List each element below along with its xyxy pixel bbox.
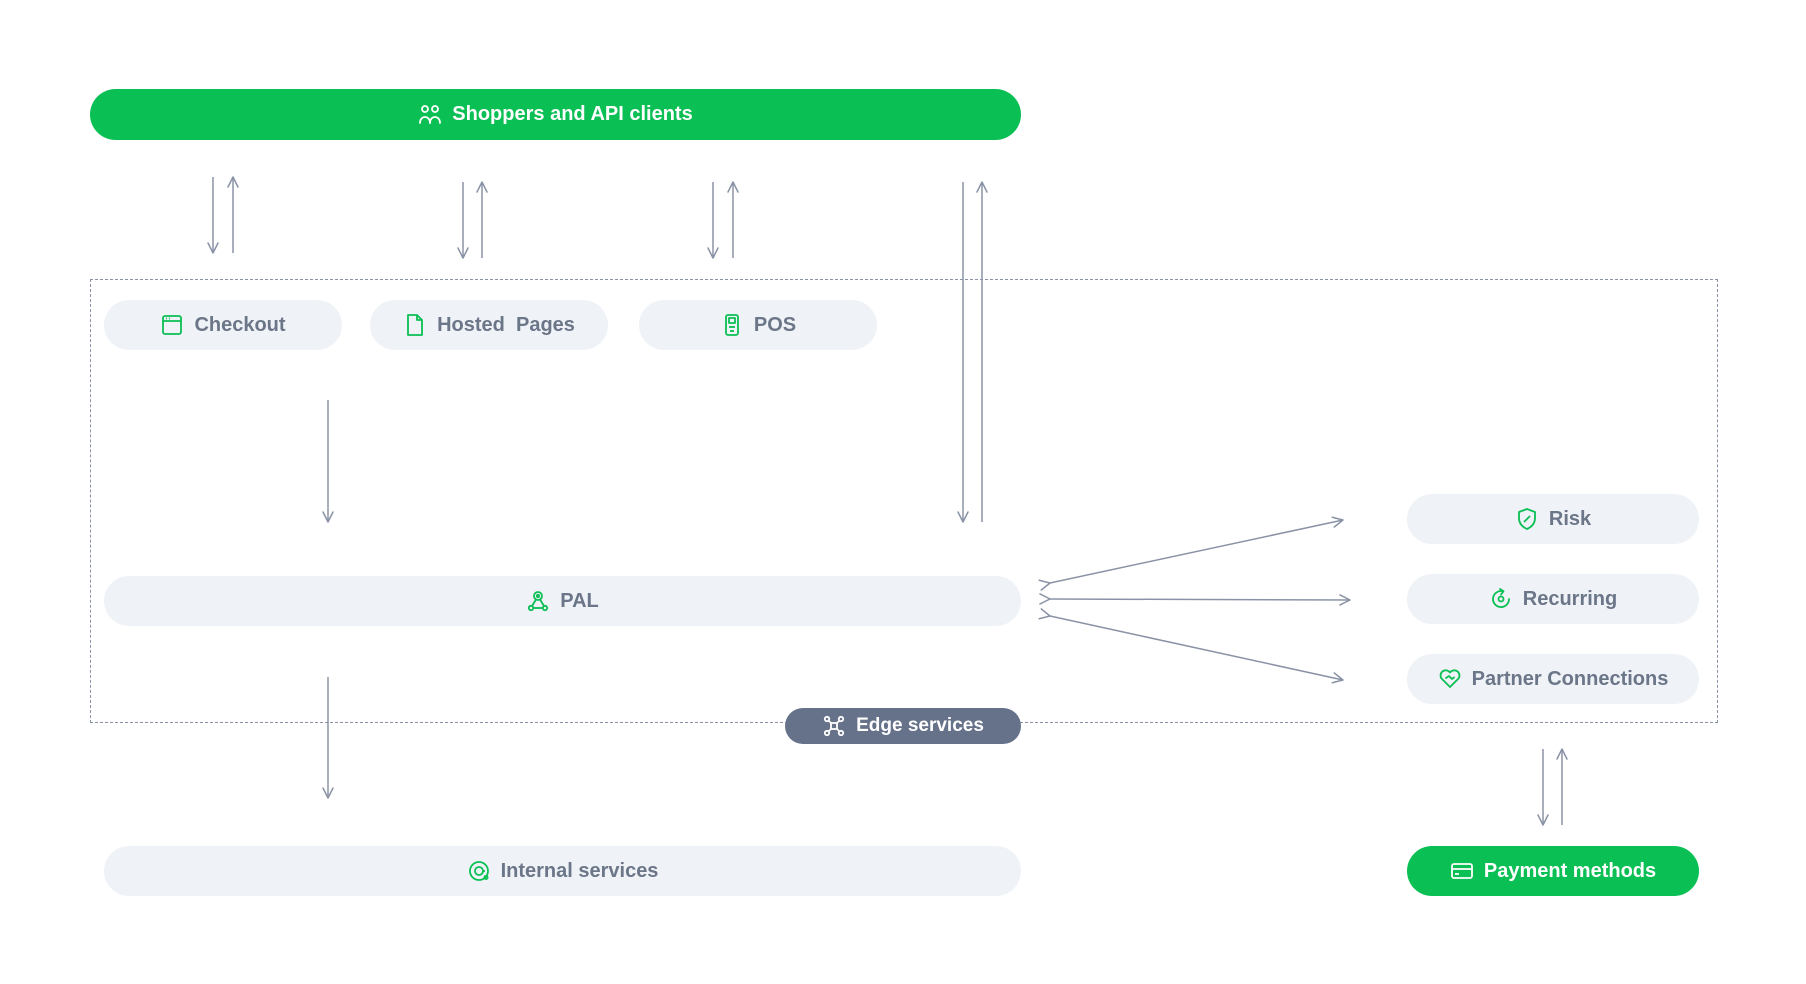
edge-services-badge: Edge services bbox=[785, 708, 1021, 744]
arrow-pal-recurring bbox=[1039, 593, 1351, 606]
arrow-pal-partner-connections bbox=[1038, 608, 1344, 684]
gear-icon bbox=[467, 859, 491, 883]
edge-services-label: Edge services bbox=[856, 715, 984, 736]
users-icon bbox=[418, 103, 442, 127]
document-icon bbox=[403, 313, 427, 337]
shoppers-label: Shoppers and API clients bbox=[452, 103, 693, 125]
hosted-pages-label: Hosted Pages bbox=[437, 313, 575, 336]
pos-node: POS bbox=[639, 300, 877, 350]
pos-label: POS bbox=[753, 313, 797, 336]
checkout-label: Checkout bbox=[194, 313, 286, 336]
browser-window-icon bbox=[160, 313, 184, 337]
partner-connections-node: Partner Connections bbox=[1407, 654, 1699, 704]
shoppers-node: Shoppers and API clients bbox=[90, 89, 1021, 140]
nodes-icon bbox=[822, 714, 846, 738]
terminal-icon bbox=[720, 313, 744, 337]
internal-services-label: Internal services bbox=[500, 859, 659, 882]
shield-icon bbox=[1515, 507, 1539, 531]
recurring-icon bbox=[1489, 587, 1513, 611]
recurring-label: Recurring bbox=[1522, 587, 1618, 610]
heart-handshake-icon bbox=[1438, 667, 1462, 691]
network-icon bbox=[526, 589, 550, 613]
pal-node: PAL bbox=[104, 576, 1021, 626]
payment-methods-label: Payment methods bbox=[1483, 859, 1657, 882]
credit-card-icon bbox=[1450, 859, 1474, 883]
partner-connections-label: Partner Connections bbox=[1471, 667, 1669, 690]
pal-label: PAL bbox=[560, 589, 599, 612]
checkout-node: Checkout bbox=[104, 300, 342, 350]
risk-node: Risk bbox=[1407, 494, 1699, 544]
arrow-pal-risk bbox=[1038, 516, 1344, 591]
risk-label: Risk bbox=[1548, 507, 1592, 530]
recurring-node: Recurring bbox=[1407, 574, 1699, 624]
internal-services-node: Internal services bbox=[104, 846, 1021, 896]
payment-methods-node: Payment methods bbox=[1407, 846, 1699, 896]
hosted-pages-node: Hosted Pages bbox=[370, 300, 608, 350]
